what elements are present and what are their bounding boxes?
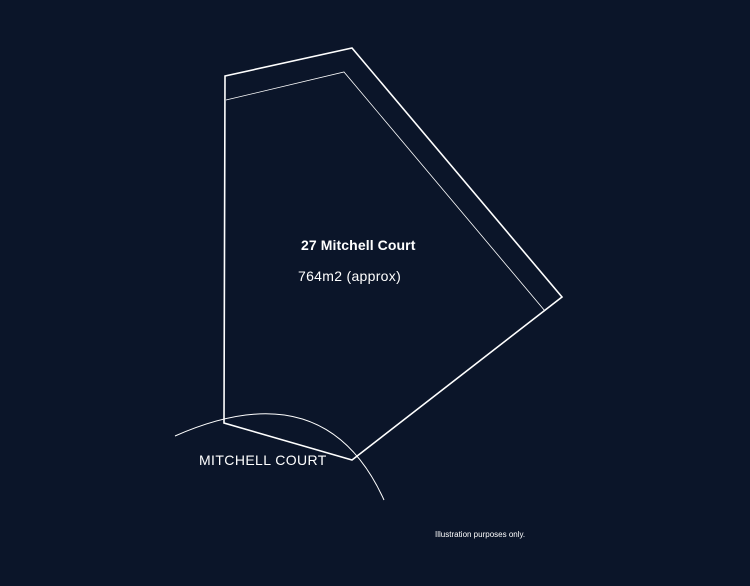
lot-address-label: 27 Mitchell Court [301, 237, 416, 253]
easement-line [225, 71, 546, 312]
disclaimer-text: Illustration purposes only. [435, 530, 526, 539]
lot-area-label: 764m2 (approx) [298, 268, 402, 284]
lot-boundary [223, 47, 564, 461]
street-name-label: MITCHELL COURT [199, 452, 327, 468]
street-curve [174, 413, 385, 501]
